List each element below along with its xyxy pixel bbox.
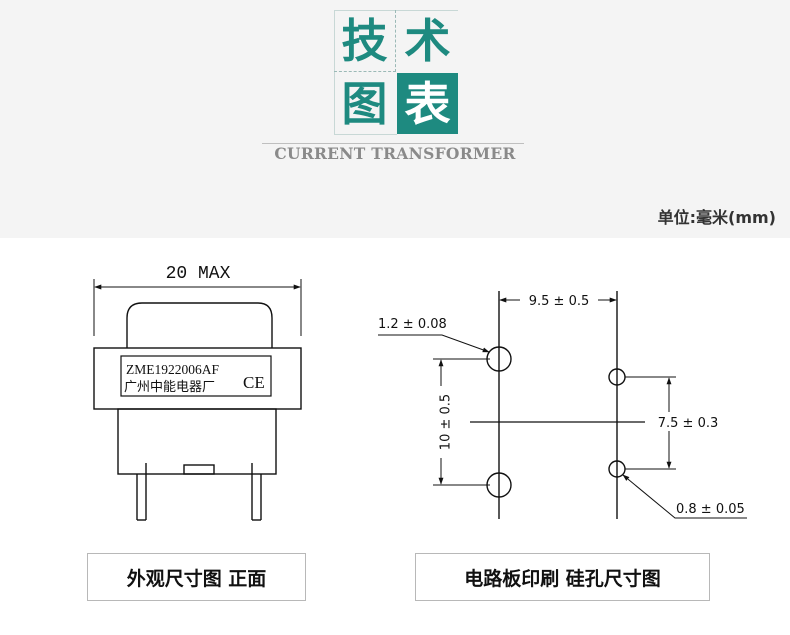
vertical-spacing-label: 10 ± 0.5 (439, 394, 454, 450)
top-spacing-label-bg (520, 291, 598, 309)
page-subtitle: CURRENT TRANSFORMER (274, 144, 516, 163)
front-view-caption: 外观尺寸图 正面 (87, 553, 306, 601)
coil-dome (126, 302, 273, 348)
logo-char-2: 术 (404, 13, 451, 68)
leader-large-hole (378, 334, 490, 353)
nameplate (120, 355, 272, 397)
logo-frame-top (334, 10, 458, 11)
leader-small-hole (622, 474, 747, 519)
subtitle-rule (262, 143, 524, 144)
hole-small-label: 0.8 ± 0.05 (676, 502, 745, 517)
right-spacing-label-bg (653, 412, 723, 431)
width-dimension-label: 20 MAX (166, 264, 231, 284)
logo-frame-bottom (334, 134, 397, 135)
logo-frame-left (334, 10, 335, 134)
logo-char-1: 技 (341, 13, 388, 68)
unit-label: 单位:毫米(mm) (657, 208, 776, 227)
right-spacing-label: 7.5 ± 0.3 (658, 416, 719, 431)
top-spacing-label: 9.5 ± 0.5 (529, 294, 590, 309)
front-view (93, 279, 302, 521)
logo-char-4: 表 (397, 73, 458, 134)
base-tab (183, 464, 215, 475)
logo: 技 术 图 表 (334, 10, 458, 135)
hole-large-label: 1.2 ± 0.08 (378, 317, 447, 332)
logo-char-3: 图 (341, 76, 388, 131)
vertical-spacing-label-bg (433, 386, 449, 458)
pcb-view-caption: 电路板印刷 硅孔尺寸图 (415, 553, 710, 601)
ce-mark: CE (243, 373, 265, 392)
nameplate-maker: 广州中能电器厂 (124, 379, 215, 394)
logo-divider-vertical (395, 10, 396, 72)
logo-divider-horizontal (334, 71, 396, 72)
nameplate-model: ZME1922006AF (126, 362, 219, 377)
